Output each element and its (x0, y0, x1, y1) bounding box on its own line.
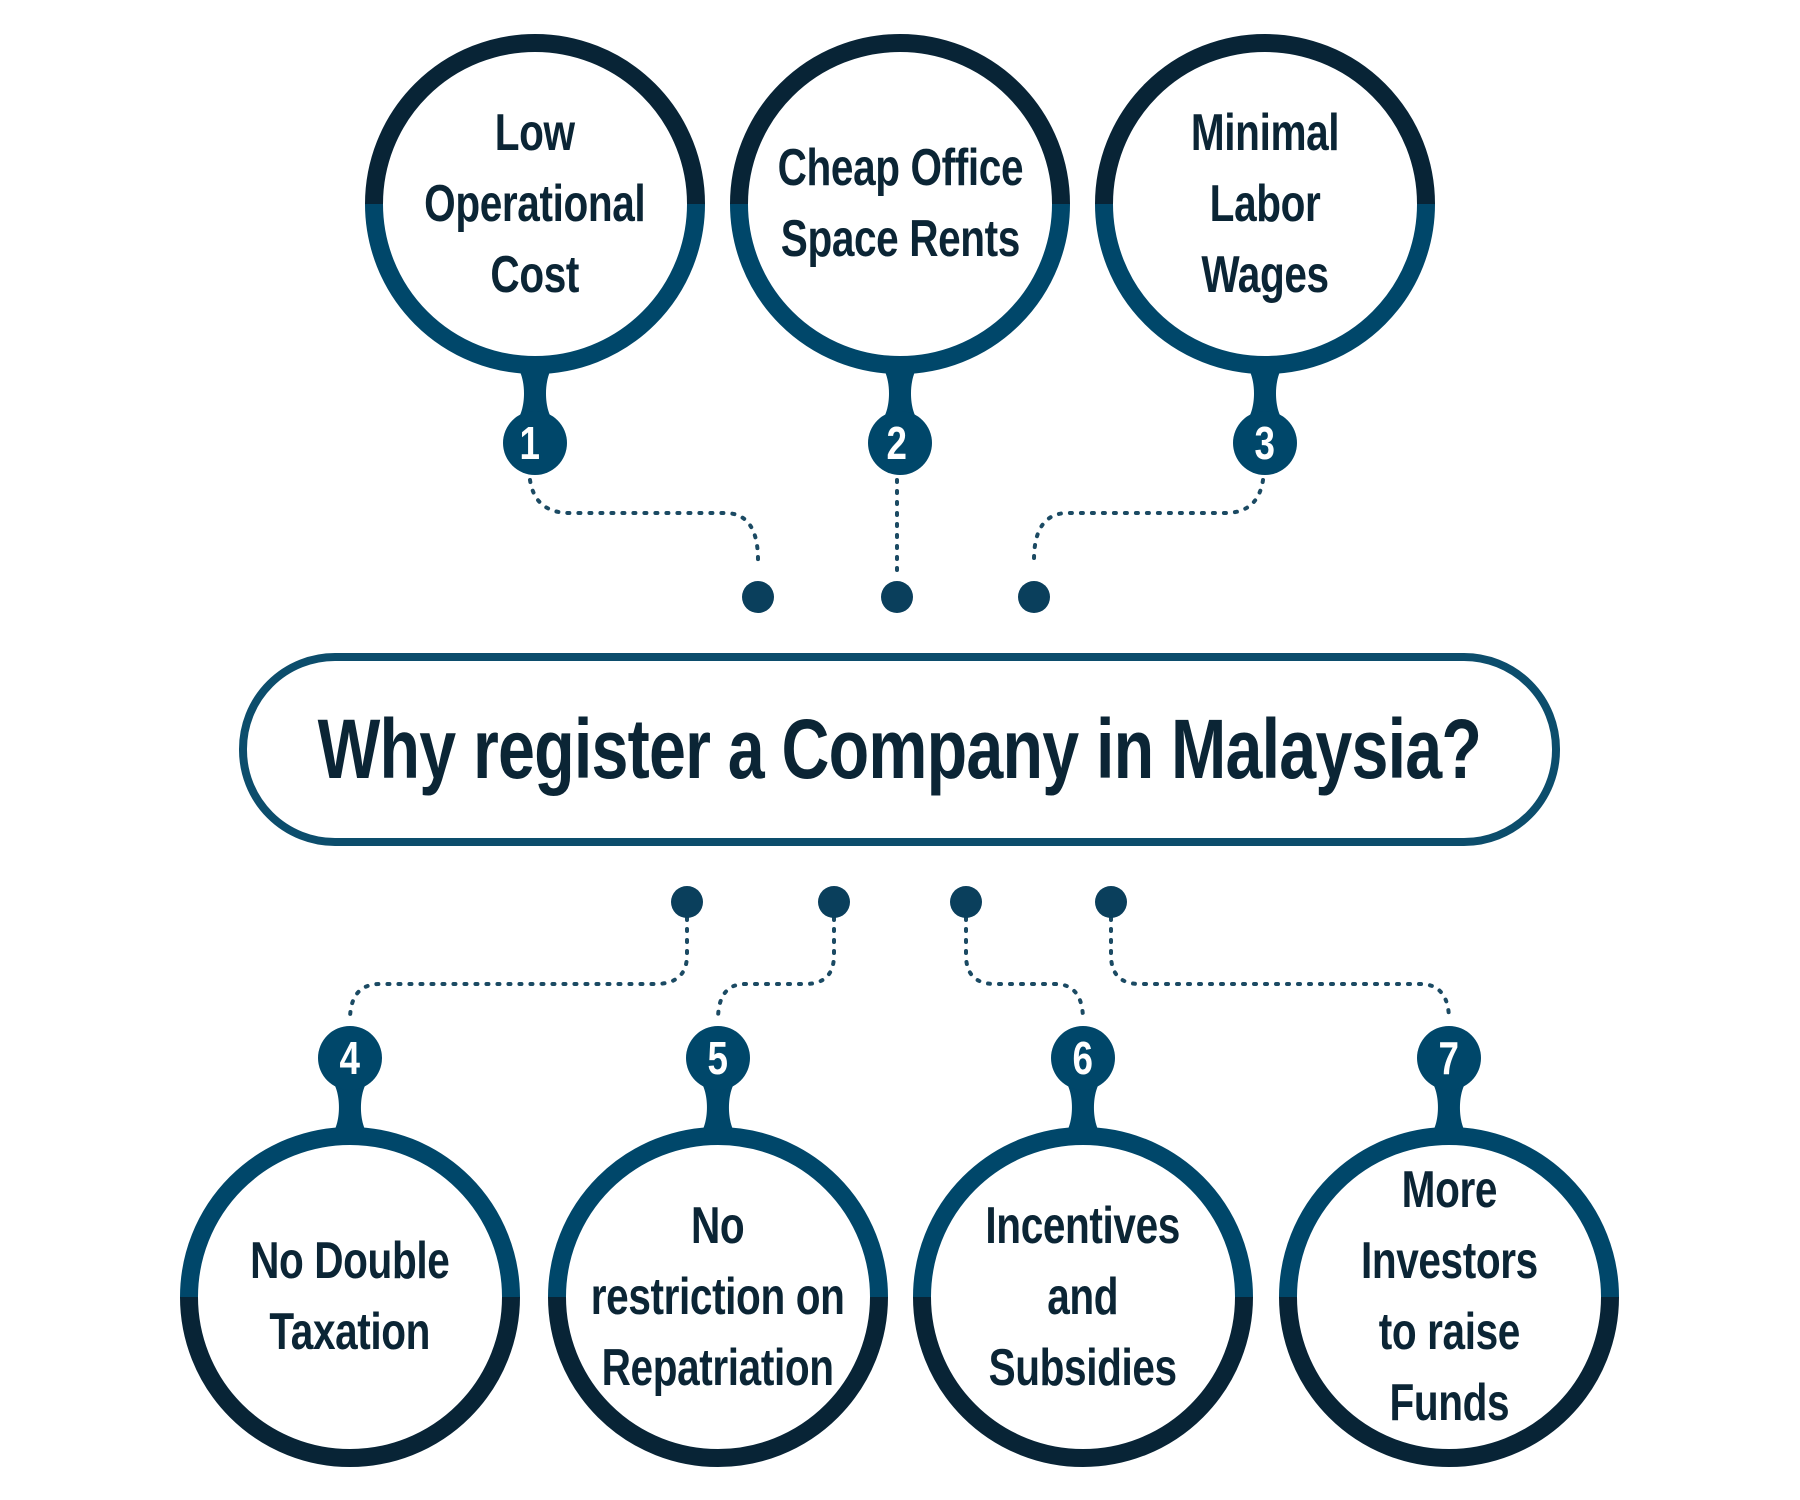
item-6: Incentives and Subsidies (913, 1127, 1253, 1467)
number-badge-circle (868, 411, 932, 475)
number-badge-circle (503, 411, 567, 475)
number-badge-circle (1233, 411, 1297, 475)
connector-3 (1032, 478, 1265, 562)
bubble-4 (180, 1026, 520, 1467)
number-badge-4: 4 (339, 1032, 361, 1084)
number-badge-circle (1051, 1026, 1115, 1090)
bubble-3 (1095, 34, 1435, 475)
number-badge-6: 6 (1072, 1032, 1094, 1084)
number-badge-3: 3 (1254, 417, 1276, 469)
bubble-5 (548, 1026, 888, 1467)
title-text: Why register a Company in Malaysia? (317, 702, 1482, 796)
item-label: No restriction on Repatriation (591, 1196, 845, 1397)
bubble-neck (880, 364, 920, 423)
bubble-6 (913, 1026, 1253, 1467)
page-title: Why register a Company in Malaysia? (235, 649, 1564, 850)
number-badge-circle (686, 1026, 750, 1090)
dotted-connectors (348, 478, 1451, 1022)
number-badge-7: 7 (1438, 1032, 1460, 1084)
connector-1 (528, 478, 760, 562)
title-pill (239, 653, 1560, 846)
bubble-circle (365, 34, 705, 374)
connector-5 (716, 916, 836, 1022)
bubble-2 (730, 34, 1070, 475)
connector-6 (964, 916, 1085, 1022)
connector-7 (1109, 916, 1451, 1022)
bubble-7 (1279, 1026, 1619, 1467)
item-label: More Investors to raise Funds (1360, 1161, 1538, 1432)
number-badge-5: 5 (707, 1032, 729, 1084)
item-2: Cheap Office Space Rents (730, 34, 1070, 374)
item-label: Cheap Office Space Rents (777, 139, 1023, 268)
item-label: No Double Taxation (250, 1232, 450, 1361)
number-badge-circle (318, 1026, 382, 1090)
bubble-1 (365, 34, 705, 475)
bubble-neck (1245, 364, 1285, 423)
item-3: Minimal Labor Wages (1095, 34, 1435, 374)
connector-4 (348, 916, 689, 1022)
item-5: No restriction on Repatriation (548, 1127, 888, 1467)
bubble-neck (1063, 1078, 1103, 1137)
number-badge-1: 1 (519, 417, 541, 469)
item-label: Low Operational Cost (424, 103, 646, 304)
bubble-neck (515, 364, 555, 423)
item-1: Low Operational Cost (365, 34, 705, 374)
bubble-circle (913, 1127, 1253, 1467)
bubble-neck (698, 1078, 738, 1137)
bubble-circle (1279, 1127, 1619, 1467)
bubble-circle (730, 34, 1070, 374)
item-label: Minimal Labor Wages (1190, 103, 1340, 304)
bubble-neck (330, 1078, 370, 1137)
number-badge-circle (1417, 1026, 1481, 1090)
connector-dots (671, 581, 1127, 918)
number-badge-2: 2 (886, 417, 908, 469)
bubble-neck (1429, 1078, 1469, 1137)
bubble-circle (1095, 34, 1435, 374)
item-label: Incentives and Subsidies (985, 1196, 1181, 1397)
item-4: No Double Taxation (180, 1127, 520, 1467)
item-7: More Investors to raise Funds (1279, 1127, 1619, 1467)
bubble-circle (548, 1127, 888, 1467)
bubble-circle (180, 1127, 520, 1467)
